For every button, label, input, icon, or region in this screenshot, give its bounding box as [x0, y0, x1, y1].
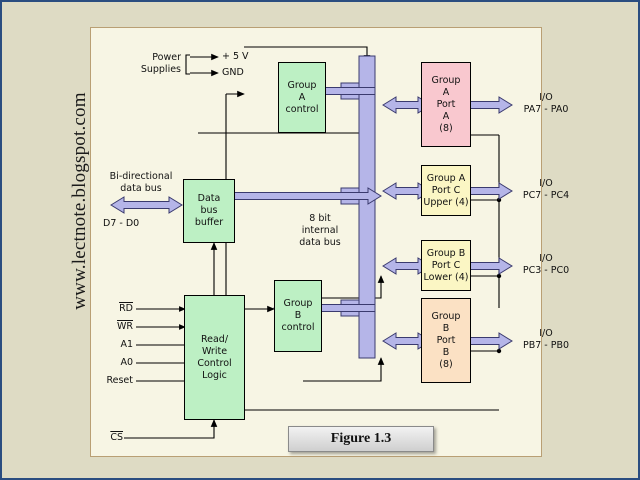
group-b-control-line1: Group [283, 298, 313, 309]
port-c-upper-line3: Upper (4) [423, 196, 469, 208]
group-b-control-line2: B [294, 310, 302, 321]
a1-signal-text: A1 [120, 339, 133, 350]
port-c-lower-pins-text: PC3 - PC0 [522, 265, 570, 276]
block-group-a-control[interactable]: Group A control [278, 62, 326, 133]
rw-logic-line2: Write [201, 345, 228, 357]
reset-signal-text: Reset [106, 375, 133, 386]
bidir-bus-line1: Bi-directional [109, 171, 173, 182]
io-label-port-c-upper: I/O PC7 - PC4 [513, 178, 579, 202]
rail-gnd-label: GND [222, 67, 244, 78]
data-bus-buffer-line3: buffer [194, 217, 224, 228]
port-c-lower-line2: Port C [431, 259, 461, 271]
internal-bus-line1: 8 bit [309, 213, 331, 224]
port-b-line1: Group [431, 310, 461, 322]
bidirectional-bus-label: Bi-directional data bus [99, 171, 183, 195]
port-c-upper-line2: Port C [431, 184, 461, 196]
watermark-text: www.lectnote.blogspot.com [69, 92, 90, 310]
signal-label-a1: A1 [91, 339, 133, 351]
diagram-panel: Group A control Group B control Data bus… [90, 27, 569, 457]
block-port-a[interactable]: Group A Port A (8) [421, 62, 471, 147]
port-b-line5: (8) [439, 358, 453, 370]
block-port-c-upper[interactable]: Group A Port C Upper (4) [421, 165, 471, 216]
data-bus-buffer-line2: bus [200, 205, 218, 216]
block-port-c-lower[interactable]: Group B Port C Lower (4) [421, 240, 471, 291]
group-a-control-line1: Group [287, 79, 317, 91]
power-supplies-label: Power Supplies [119, 52, 181, 76]
signal-label-a0: A0 [91, 357, 133, 369]
port-b-line3: Port [436, 334, 456, 346]
port-a-line2: A [442, 86, 450, 98]
port-b-pins-text: PB7 - PB0 [522, 340, 570, 351]
io-label-port-c-lower: I/O PC3 - PC0 [513, 253, 579, 277]
block-group-b-control[interactable]: Group B control [274, 280, 322, 352]
power-label-line2: Supplies [140, 64, 181, 75]
block-data-bus-buffer[interactable]: Data bus buffer [183, 179, 235, 243]
io-label-port-a: I/O PA7 - PA0 [513, 92, 579, 116]
data-bus-buffer-line1: Data [197, 193, 221, 204]
signal-label-rd: RD [91, 303, 133, 315]
wr-signal-text: WR [117, 321, 133, 332]
io-text-a: I/O [539, 92, 553, 103]
rw-logic-line4: Logic [202, 369, 227, 381]
port-a-line1: Group [431, 74, 461, 86]
figure-caption-button[interactable]: Figure 1.3 [288, 426, 434, 452]
port-b-line2: B [442, 322, 450, 334]
port-a-line5: (8) [439, 122, 453, 134]
group-b-control-line3: control [281, 322, 315, 333]
signal-label-cs: CS [91, 432, 123, 444]
io-text-cl: I/O [539, 253, 553, 264]
signal-label-reset: Reset [91, 375, 133, 387]
block-read-write-control-logic[interactable]: Read/ Write Control Logic [184, 295, 245, 420]
port-a-line3: Port [436, 98, 456, 110]
port-c-lower-line1: Group B [426, 247, 466, 259]
a0-signal-text: A0 [120, 357, 133, 368]
signal-label-wr: WR [91, 321, 133, 333]
port-c-upper-pins-text: PC7 - PC4 [522, 190, 570, 201]
data-lines-label: D7 - D0 [103, 218, 140, 229]
rw-logic-line1: Read/ [200, 333, 229, 345]
internal-data-bus-label: 8 bit internal data bus [286, 213, 354, 249]
cs-signal-text: CS [110, 432, 123, 443]
port-c-lower-line3: Lower (4) [423, 271, 469, 283]
group-a-control-line3: control [285, 103, 319, 115]
io-label-port-b: I/O PB7 - PB0 [513, 328, 579, 352]
group-a-control-line2: A [298, 91, 306, 103]
port-b-line4: B [442, 346, 450, 358]
rail-plus5v-label: + 5 V [222, 51, 249, 62]
port-a-line4: A [442, 110, 450, 122]
io-text-b: I/O [539, 328, 553, 339]
rd-signal-text: RD [119, 303, 133, 314]
rw-logic-line3: Control [197, 357, 232, 369]
internal-bus-line3: data bus [299, 237, 341, 248]
block-port-b[interactable]: Group B Port B (8) [421, 298, 471, 383]
port-c-upper-line1: Group A [426, 172, 466, 184]
power-label-line1: Power [152, 52, 181, 63]
port-a-pins-text: PA7 - PA0 [523, 104, 569, 115]
internal-bus-line2: internal [301, 225, 339, 236]
bidir-bus-line2: data bus [120, 183, 162, 194]
io-text-cu: I/O [539, 178, 553, 189]
